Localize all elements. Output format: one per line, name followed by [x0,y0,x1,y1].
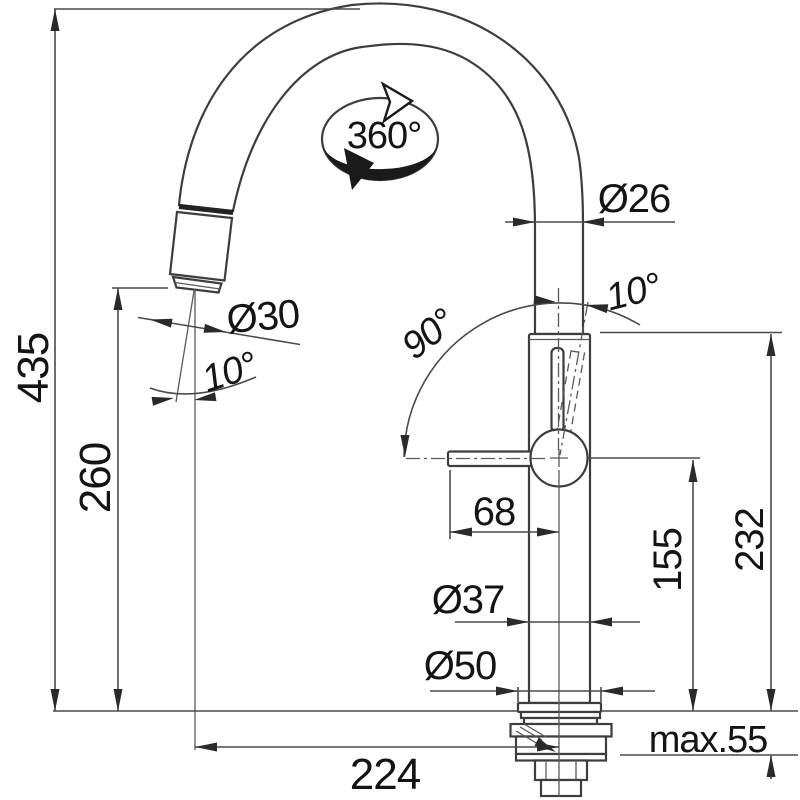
arrow-155-bottom [688,689,698,711]
arrow-260-bottom [113,689,123,711]
faucet-outline [168,2,613,798]
arrow-d26-left [513,217,535,227]
centerlines [175,288,589,797]
dim-reach-label: 224 [350,750,421,799]
arrow-max55-bottom [766,755,776,777]
arrow-90-bottom [400,435,410,457]
angle-lever-travel-label: 90° [394,301,463,368]
arrow-224-left [195,742,217,752]
dimension-lines: 435 260 224 max.55 232 155 [9,8,798,799]
dim-lever-offset-label: 68 [473,490,516,534]
spout-axis-tilted [175,290,195,403]
aerator-tip [171,275,223,294]
arrow-d37-right [590,617,612,627]
arrow-d50-right [601,686,623,696]
gooseneck-tube [177,2,585,336]
arrow-d37-left [507,617,529,627]
clamp-screw-hatch-1 [515,730,539,745]
lever-centerline-tilted [559,301,589,456]
clamp-screw-hatch-2 [519,726,543,741]
aerator-tip-line [174,281,221,290]
dim-pipe-diameter-label: Ø26 [598,177,671,221]
dim-lever-height-label: 155 [646,528,690,592]
dim-body-height-label: 232 [728,508,772,572]
arrow-10l-left [151,396,174,406]
arrow-435-top [50,9,60,31]
clamp-screw-hatch-3 [523,723,547,738]
arrow-68-right [537,527,559,537]
mount-nut [539,778,583,798]
angle-spout-tilt-label: 10° [197,344,263,401]
spray-head [168,210,234,282]
dim-mounting-thickness-label: max.55 [649,719,768,761]
arrow-d50-left [496,686,518,696]
mount-shank [533,759,589,782]
swivel-arrow-head [380,81,415,125]
arrow-232-bottom [766,689,776,711]
dim-tip-diameter-label: Ø30 [225,292,301,342]
arrow-68-left [450,527,472,537]
dim-base-diameter-label: Ø50 [424,644,497,688]
arrow-155-top [688,460,698,482]
arrow-90-top [533,295,556,305]
arrow-d30-left [150,318,173,328]
swivel-arrow-tail [344,148,374,190]
spray-head-joint [178,204,234,215]
arrow-435-bottom [50,689,60,711]
swivel-angle-label: 360° [347,115,422,157]
dim-body-diameter-label: Ø37 [432,578,505,622]
arrow-d30-right [203,323,226,333]
angle-lever-tilt-label: 10° [602,265,666,319]
arrow-10r [586,304,609,314]
swivel-symbol: 360° [320,81,440,190]
arrow-224-right [537,742,559,752]
dim-total-height-label: 435 [9,333,58,403]
arrow-d26-right [582,217,604,227]
arrow-260-top [113,288,123,310]
arrow-10l-right [194,392,217,402]
arc-10-left [149,376,257,395]
dim-outlet-height-label: 260 [71,443,120,513]
arrow-232-top [766,334,776,356]
